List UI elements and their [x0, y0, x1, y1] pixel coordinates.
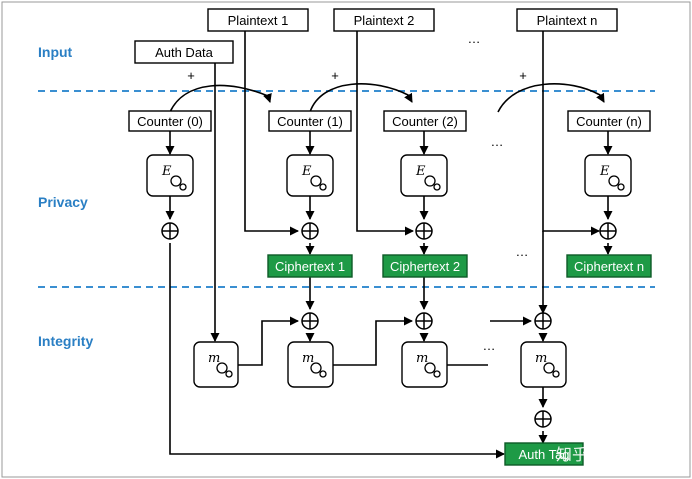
mac-block-0: m — [193, 341, 239, 388]
encrypt-symbol: E — [161, 164, 172, 179]
gear-icon — [170, 175, 187, 191]
label-integrity: Integrity — [38, 333, 93, 349]
plaintext-2-label: Plaintext 2 — [354, 13, 415, 28]
wire-plaintext2 — [356, 31, 414, 236]
ciphertext-n: Ciphertext n — [566, 254, 652, 278]
encrypt-block-2: E — [400, 154, 448, 197]
gear-icon — [608, 175, 625, 191]
auth-tag: Auth Tag — [504, 442, 584, 466]
watermark: 知乎 @木子J — [556, 445, 646, 464]
counter-n-label: Counter (n) — [576, 114, 642, 129]
gear-icon — [310, 175, 327, 191]
ciphertext-2-label: Ciphertext 2 — [390, 259, 460, 274]
encrypt-block-0: E — [146, 154, 194, 197]
mac-symbol: m — [208, 351, 220, 366]
ellipsis-integrity: … — [483, 338, 496, 353]
plaintext-1: Plaintext 1 — [207, 8, 309, 32]
counter-2-label: Counter (2) — [392, 114, 458, 129]
xor-icon — [415, 222, 433, 240]
ciphertext-2: Ciphertext 2 — [382, 254, 468, 278]
encrypt-symbol: E — [301, 164, 312, 179]
gear-icon — [310, 362, 327, 378]
plaintext-n-label: Plaintext n — [537, 13, 598, 28]
auth-data: Auth Data — [134, 40, 234, 64]
xor-icon — [301, 312, 319, 330]
encrypt-block-n: E — [584, 154, 632, 197]
mac-symbol: m — [535, 351, 547, 366]
encrypt-symbol: E — [599, 164, 610, 179]
xor-icon — [534, 410, 552, 428]
gear-icon — [543, 362, 560, 378]
ciphertext-n-label: Ciphertext n — [574, 259, 644, 274]
increment-arrow-1-2 — [309, 83, 413, 113]
encrypt-symbol: E — [415, 164, 426, 179]
xor-icon — [599, 222, 617, 240]
counter-0: Counter (0) — [128, 110, 212, 132]
increment-arrow-0-1 — [169, 84, 272, 113]
encrypt-block-1: E — [286, 154, 334, 197]
plaintext-n: Plaintext n — [516, 8, 618, 32]
gear-icon — [424, 362, 441, 378]
plus-sign-2: + — [331, 68, 339, 83]
ellipsis-input: … — [468, 31, 481, 46]
plus-sign-3: + — [519, 68, 527, 83]
mac-symbol: m — [416, 351, 428, 366]
counter-1: Counter (1) — [268, 110, 352, 132]
ellipsis-ciphertexts: … — [516, 244, 529, 259]
xor-icon — [534, 312, 552, 330]
counter-n: Counter (n) — [567, 110, 651, 132]
xor-icon — [161, 222, 179, 240]
wire-m1-ixor2 — [333, 316, 413, 366]
wire-m0-ixor1 — [238, 316, 299, 366]
xor-icon — [301, 222, 319, 240]
mac-symbol: m — [302, 351, 314, 366]
ciphertext-1-label: Ciphertext 1 — [275, 259, 345, 274]
mac-block-1: m — [287, 341, 334, 388]
ciphertext-1: Ciphertext 1 — [267, 254, 353, 278]
label-privacy: Privacy — [38, 194, 88, 210]
plaintext-1-label: Plaintext 1 — [228, 13, 289, 28]
counter-1-label: Counter (1) — [277, 114, 343, 129]
gear-icon — [216, 362, 233, 378]
counter-0-label: Counter (0) — [137, 114, 203, 129]
auth-data-label: Auth Data — [155, 45, 214, 60]
label-input: Input — [38, 44, 73, 60]
wire-xor0-authtag — [169, 243, 505, 459]
plaintext-2: Plaintext 2 — [333, 8, 435, 32]
auth-tag-label: Auth Tag — [518, 447, 569, 462]
ellipsis-counters: … — [491, 134, 504, 149]
increment-arrow-n — [497, 83, 605, 113]
wire-plaintext1 — [244, 31, 299, 236]
gear-icon — [424, 175, 441, 191]
counter-2: Counter (2) — [383, 110, 467, 132]
mac-block-2: m — [401, 341, 448, 388]
mac-block-n: m — [520, 341, 567, 388]
plus-sign-1: + — [187, 68, 195, 83]
xor-icon — [415, 312, 433, 330]
